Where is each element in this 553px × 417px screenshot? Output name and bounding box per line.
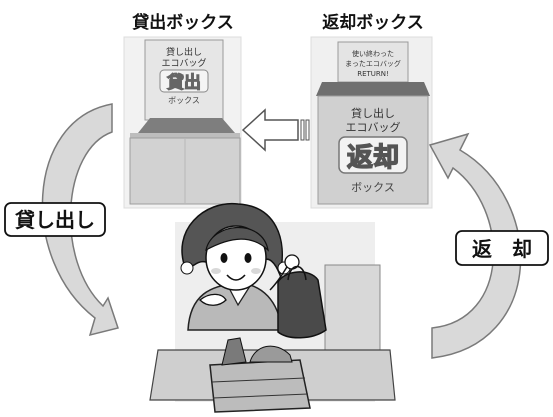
return-flow-label-box — [455, 230, 549, 266]
lend-box-sign: 貸出 — [166, 72, 201, 93]
lend-box-sign-frame — [159, 69, 209, 93]
lend-flow-arrow — [41, 103, 119, 337]
crate — [209, 359, 311, 413]
lend-flow-label: 貸し出し — [14, 208, 95, 232]
woman-eye-right — [244, 253, 252, 263]
return-box-sign-frame — [338, 136, 408, 174]
lend-box-flap-text-1: 貸し出し — [166, 46, 202, 58]
lend-box-title: 貸出ボックス — [131, 12, 234, 33]
return-box-title: 返却ボックス — [322, 12, 424, 33]
transfer-arrow — [241, 108, 310, 152]
lend-box: 貸し出し エコバッグ 貸出 ボックス — [123, 36, 242, 209]
return-box-flap — [337, 41, 409, 83]
woman-with-bags-illustration — [149, 202, 396, 413]
return-box-front-text-2: エコバッグ — [346, 120, 401, 134]
lend-box-sub: ボックス — [168, 96, 200, 105]
return-box-slot — [316, 82, 430, 96]
return-box: 使い終わった まったエコバッグ RETURN! 貸し出し エコバッグ 返却 ボッ… — [310, 36, 433, 209]
lend-box-flap-text-2: エコバッグ — [161, 57, 206, 69]
held-eco-bag — [277, 271, 327, 339]
return-flow-label: 返 却 — [472, 237, 532, 261]
return-box-front-text-1: 貸し出し — [351, 106, 395, 120]
return-box-flap-text-3: RETURN! — [357, 70, 389, 78]
woman-eye-left — [220, 253, 228, 263]
return-box-flap-text-2: まったエコバッグ — [345, 59, 401, 68]
transfer-arrow-shape — [241, 108, 299, 152]
return-box-flap-text-1: 使い終わった — [352, 49, 394, 58]
woman-smile — [226, 274, 246, 281]
return-box-sub: ボックス — [351, 181, 395, 194]
lend-flow-label-box — [4, 202, 106, 237]
lend-box-inner-back — [138, 118, 235, 133]
return-flow-arrow — [428, 132, 522, 359]
return-box-sign: 返却 — [347, 143, 399, 173]
